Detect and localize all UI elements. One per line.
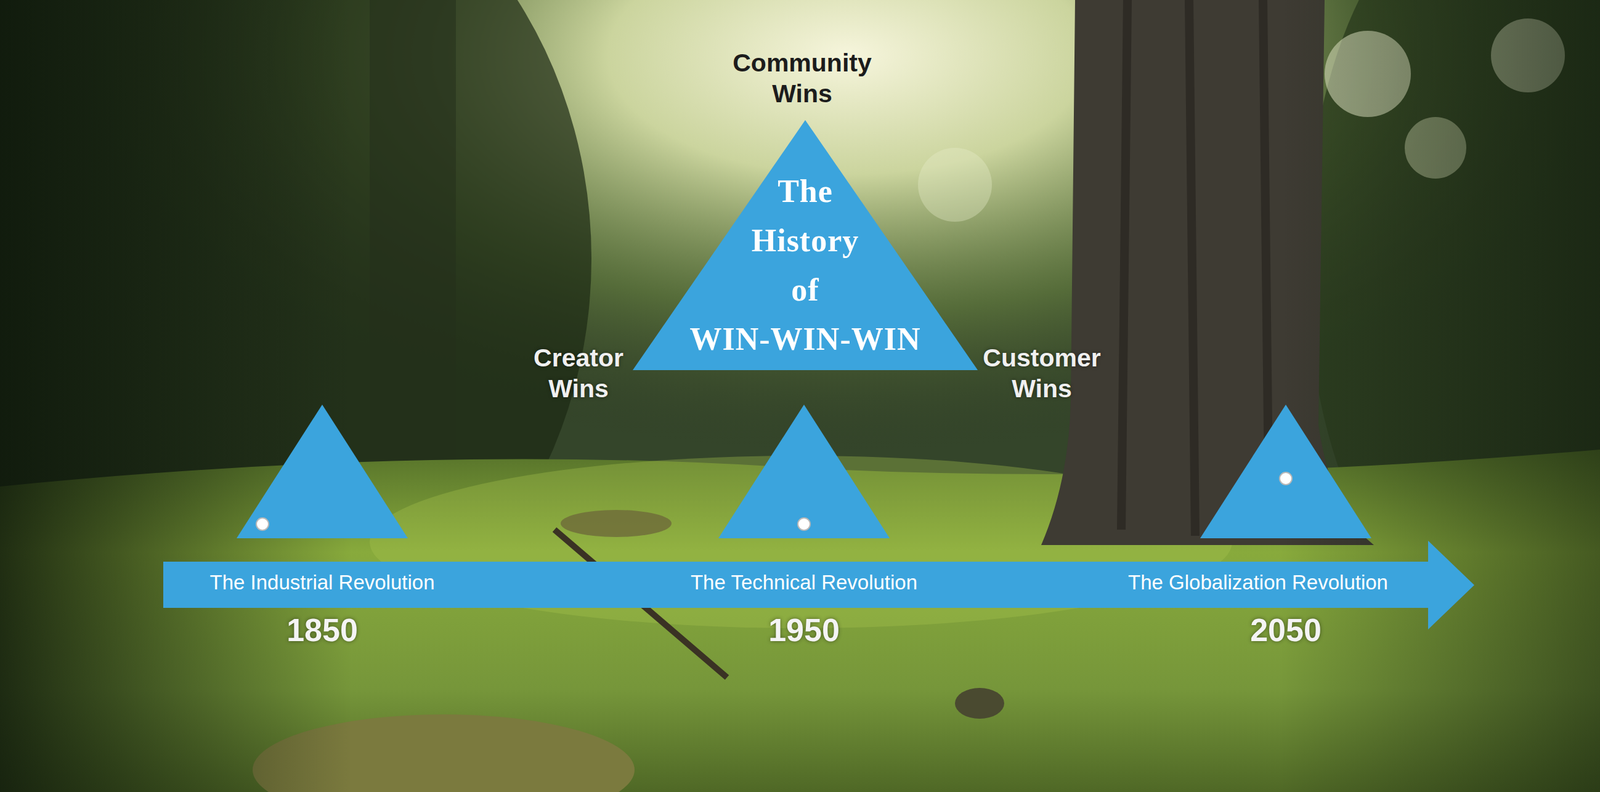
title-text: The History of WIN-WIN-WIN xyxy=(657,166,954,365)
marker-triangle xyxy=(1200,404,1372,539)
marker-triangle xyxy=(236,404,408,539)
marker-dot xyxy=(797,518,811,531)
corner-label: Customer Wins xyxy=(967,342,1116,405)
corner-label: Community Wins xyxy=(722,47,883,110)
year-label: 1950 xyxy=(736,611,872,649)
marker-dot xyxy=(1279,472,1292,485)
era-name: The Industrial Revolution xyxy=(209,570,435,596)
marker-dot xyxy=(256,518,269,531)
year-label: 1850 xyxy=(254,611,390,649)
triangle-fill xyxy=(632,120,978,371)
era-name: The Globalization Revolution xyxy=(1128,570,1389,596)
year-label: 2050 xyxy=(1218,611,1354,649)
corner-label: Creator Wins xyxy=(513,342,644,405)
title-triangle: The History of WIN-WIN-WIN xyxy=(632,120,978,371)
marker-triangle xyxy=(718,404,890,539)
era-name: The Technical Revolution xyxy=(690,570,918,596)
